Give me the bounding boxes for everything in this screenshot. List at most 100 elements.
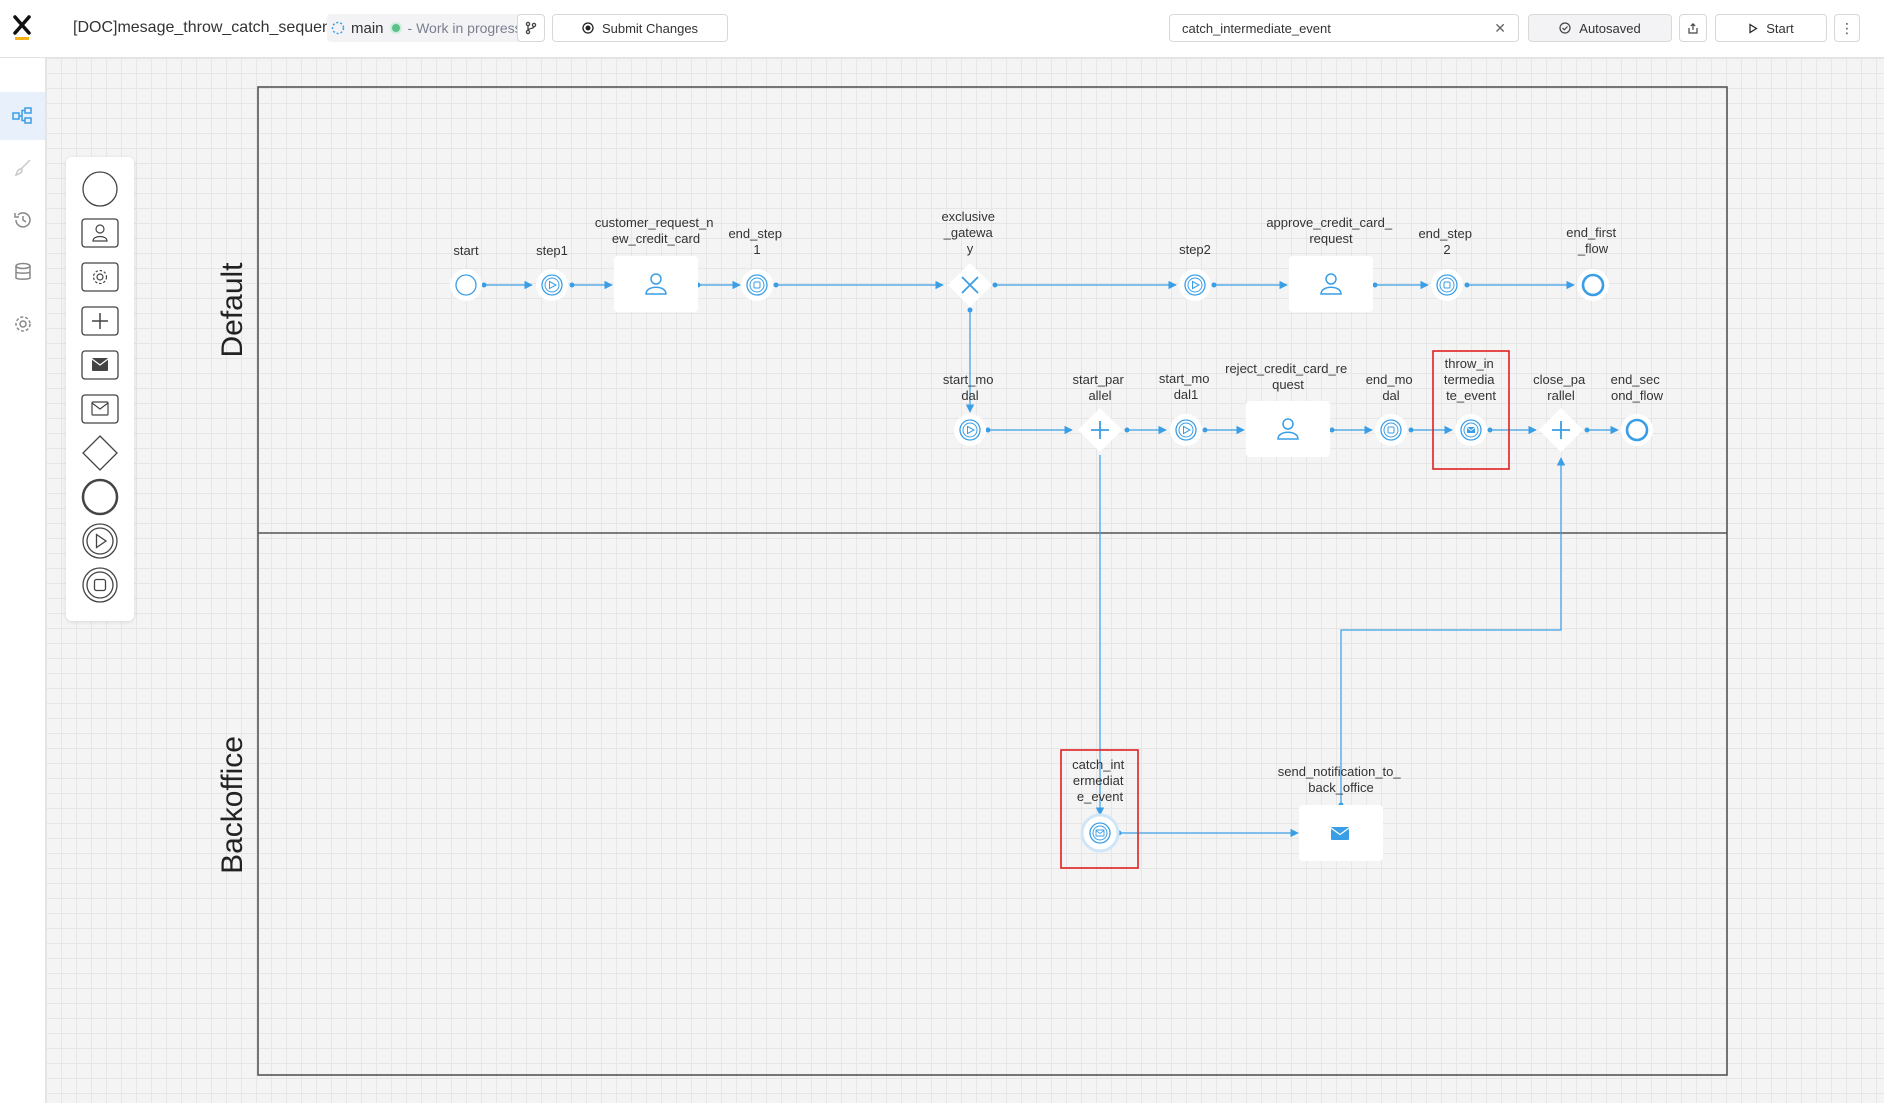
receive-message-icon	[81, 394, 119, 424]
export-button[interactable]	[1679, 14, 1707, 42]
settings-icon	[14, 316, 31, 332]
parallel-gateway-icon	[81, 306, 119, 336]
flowx-logo[interactable]	[13, 15, 33, 41]
more-options-button[interactable]: ⋮	[1834, 14, 1860, 42]
palette-user-task[interactable]	[80, 213, 120, 253]
node-customer-request[interactable]: customer_request_n ew_credit_card	[595, 215, 717, 312]
more-vertical-icon: ⋮	[1840, 20, 1854, 36]
node-label: start_mo dal	[943, 372, 997, 403]
node-step1[interactable]: step1	[536, 243, 568, 301]
branch-status: - Work in progress	[407, 20, 522, 36]
diagram-canvas[interactable]	[46, 58, 1884, 1103]
palette-send-message[interactable]	[80, 345, 120, 385]
rail-data[interactable]	[0, 248, 45, 296]
database-icon	[14, 262, 31, 280]
node-label: end_sec ond_flow	[1611, 372, 1664, 403]
node-throw-intermediate-event[interactable]: throw_in termedia te_event	[1432, 350, 1510, 470]
node-label: send_notification_to_ back_office	[1278, 764, 1405, 795]
rail-theme[interactable]	[0, 144, 45, 192]
branch-name: main	[351, 19, 384, 37]
exclusive-gateway-icon	[82, 435, 118, 471]
play-icon	[1183, 425, 1192, 435]
node-end-second-flow[interactable]: end_sec ond_flow	[1611, 372, 1664, 446]
node-label: approve_credit_card_ request	[1266, 215, 1395, 246]
node-end-first-flow[interactable]: end_first _flow	[1566, 225, 1620, 301]
node-start[interactable]: start	[450, 243, 482, 301]
service-task-icon	[81, 262, 119, 292]
start-event-icon	[82, 171, 118, 207]
send-message-icon	[1466, 427, 1476, 433]
record-icon	[582, 22, 594, 34]
branch-spinner-icon	[331, 21, 345, 35]
user-task-icon	[1320, 273, 1342, 295]
branch-selector[interactable]: main - Work in progress	[327, 14, 528, 42]
node-label: start_mo dal1	[1159, 371, 1213, 402]
node-reject-credit-card-request[interactable]: reject_credit_card_re quest	[1225, 361, 1351, 457]
clear-search-icon[interactable]: ✕	[1494, 20, 1506, 36]
end-event-icon	[81, 478, 119, 516]
top-bar: [DOC]mesage_throw_catch_sequence main - …	[0, 0, 1884, 58]
highlight-box	[1432, 350, 1510, 470]
palette-end-node[interactable]	[80, 565, 120, 605]
node-search[interactable]: ✕	[1169, 14, 1519, 42]
node-label: end_mo dal	[1366, 372, 1417, 403]
palette-start-node[interactable]	[80, 521, 120, 561]
node-label: throw_in termedia te_event	[1444, 356, 1498, 403]
node-catch-intermediate-event[interactable]: catch_int ermediat e_event	[1060, 749, 1139, 869]
node-approve-credit-card-request[interactable]: approve_credit_card_ request	[1266, 215, 1395, 312]
play-icon	[1749, 22, 1758, 34]
stop-icon	[1443, 281, 1451, 289]
node-send-notification-to-back-office[interactable]: send_notification_to_ back_office	[1278, 764, 1405, 861]
search-input[interactable]	[1180, 19, 1484, 37]
brush-icon	[14, 159, 31, 177]
end-node-icon	[82, 567, 118, 603]
lane-label-default: Default	[216, 262, 249, 358]
palette-parallel-gateway[interactable]	[80, 301, 120, 341]
node-exclusive-gateway[interactable]: exclusive _gatewa y	[941, 209, 998, 307]
status-dot-icon	[389, 22, 402, 34]
share-icon	[1688, 22, 1698, 34]
palette-exclusive-gateway[interactable]	[80, 433, 120, 473]
stop-icon	[753, 281, 761, 289]
process-title: [DOC]mesage_throw_catch_sequence	[73, 19, 348, 36]
node-start-parallel[interactable]: start_par allel	[1073, 372, 1128, 452]
stop-icon	[1387, 426, 1395, 434]
autosaved-indicator[interactable]: Autosaved	[1528, 14, 1672, 42]
sequence-flows	[484, 280, 1619, 838]
lane-label-backoffice: Backoffice	[216, 736, 249, 874]
rail-settings[interactable]	[0, 300, 45, 348]
pool	[257, 86, 1728, 1076]
node-label: catch_int ermediat e_event	[1072, 757, 1128, 804]
submit-changes-button[interactable]: Submit Changes	[552, 14, 728, 42]
node-label: close_pa rallel	[1533, 372, 1589, 403]
node-label: reject_credit_card_re quest	[1225, 361, 1351, 392]
palette-start-event[interactable]	[80, 169, 120, 209]
node-end-step1[interactable]: end_step 1	[728, 226, 785, 301]
left-rail	[0, 58, 46, 1103]
flow[interactable]	[1340, 457, 1566, 805]
start-button[interactable]: Start	[1715, 14, 1827, 42]
node-label: end_first _flow	[1566, 225, 1620, 256]
node-start-modal1[interactable]: start_mo dal1	[1159, 371, 1213, 446]
node-label: end_step 2	[1418, 226, 1475, 257]
node-label: customer_request_n ew_credit_card	[595, 215, 717, 246]
send-message-icon	[1330, 827, 1350, 840]
rail-history[interactable]	[0, 196, 45, 244]
node-end-modal[interactable]: end_mo dal	[1366, 372, 1417, 446]
node-start-modal[interactable]: start_mo dal	[943, 372, 997, 446]
start-node-icon	[82, 523, 118, 559]
palette-service-task[interactable]	[80, 257, 120, 297]
branch-button[interactable]	[517, 14, 545, 42]
receive-message-icon	[1095, 829, 1105, 837]
palette-receive-message[interactable]	[80, 389, 120, 429]
node-close-parallel[interactable]: close_pa rallel	[1533, 372, 1589, 452]
play-icon	[1192, 280, 1201, 290]
node-label: exclusive _gatewa y	[941, 209, 998, 256]
node-step2[interactable]: step2	[1179, 242, 1211, 301]
node-label: start	[453, 243, 479, 258]
node-end-step2[interactable]: end_step 2	[1418, 226, 1475, 301]
rail-process[interactable]	[0, 92, 45, 140]
send-message-icon	[81, 350, 119, 380]
palette-end-event[interactable]	[80, 477, 120, 517]
node-label: end_step 1	[728, 226, 785, 257]
